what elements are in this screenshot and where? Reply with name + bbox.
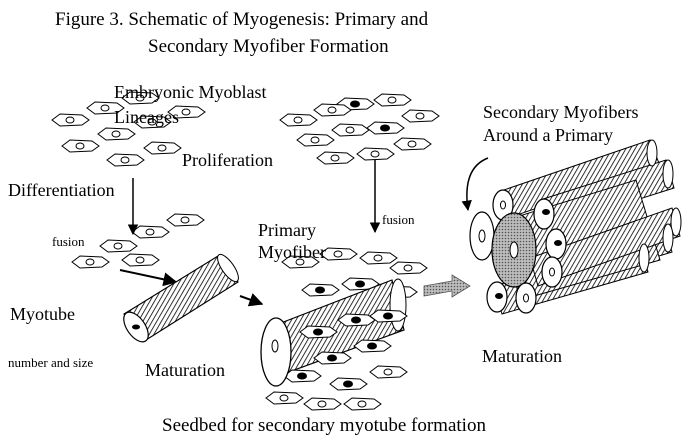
figure-title-line2: Secondary Myofiber Formation (148, 36, 389, 57)
label-embryonic-line2: Lineages (114, 107, 179, 127)
label-embryonic-line1: Embryonic Myoblast (114, 82, 266, 102)
label-primary-line1: Primary (258, 220, 316, 240)
label-differentiation: Differentiation (8, 180, 115, 200)
figure-title-line1: Figure 3. Schematic of Myogenesis: Prima… (55, 9, 429, 30)
label-secondary-line2: Around a Primary (483, 125, 613, 145)
label-secondary-line1: Secondary Myofibers (483, 102, 638, 122)
label-fusion-right: fusion (382, 212, 415, 227)
differentiating-cells (72, 214, 204, 268)
primary-myofiber-bundle (261, 248, 427, 410)
figure-caption: Seedbed for secondary myotube formation (162, 415, 486, 436)
label-number-and-size: number and size (8, 355, 93, 370)
arrow-to-secondary (424, 275, 470, 297)
label-primary-line2: Myofiber (258, 242, 326, 262)
label-myotube: Myotube (10, 304, 75, 324)
label-maturation-right: Maturation (482, 346, 562, 366)
arrow-to-myotube (120, 270, 176, 282)
secondary-myofibers-bundle (470, 140, 681, 314)
myoblast-cluster-right (280, 94, 439, 164)
arrow-curved-secondary (467, 158, 488, 210)
label-maturation-left: Maturation (145, 360, 225, 380)
label-fusion-left: fusion (52, 234, 85, 249)
arrow-to-primary (240, 296, 262, 304)
label-proliferation: Proliferation (182, 150, 273, 170)
